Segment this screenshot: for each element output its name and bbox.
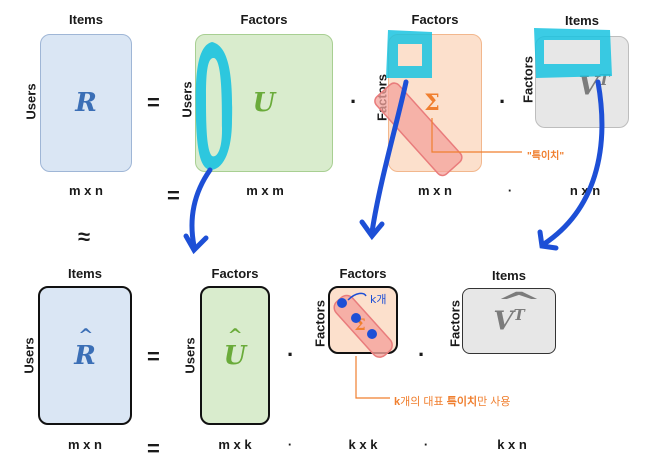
header-items-r-hat: Items <box>68 266 102 281</box>
dim-dot-2: · <box>287 437 293 452</box>
dot-operator-1: · <box>350 89 358 114</box>
matrix-u-hat: ^U <box>200 286 270 425</box>
selected-singular-dot <box>337 298 347 308</box>
singular-value-note: "특이치" <box>527 151 565 162</box>
matrix-v: VT <box>535 36 629 128</box>
arrow-v <box>537 79 605 251</box>
approx-symbol: ≈ <box>78 224 91 249</box>
header-items-v-hat: Items <box>492 268 526 283</box>
highlight-sigma-corner <box>386 30 432 78</box>
symbol-sigma: Σ <box>424 90 440 116</box>
dim-r-hat: m x n <box>68 437 102 452</box>
header-items-r: Items <box>69 12 103 27</box>
dim-equals: = <box>167 183 180 208</box>
dim-u-hat: m x k <box>218 437 252 452</box>
highlight-u-column <box>195 42 233 170</box>
callout-line-2 <box>355 356 390 399</box>
callout-line-1 <box>431 118 522 153</box>
k-note: k개 <box>370 293 387 306</box>
selected-singular-dot <box>351 313 361 323</box>
header-factors-u: Factors <box>240 12 288 27</box>
header-factors-s-hat: Factors <box>339 266 387 281</box>
dim-equals-2: = <box>147 436 160 461</box>
equals-operator-2: = <box>147 344 160 369</box>
symbol-u-hat: ^U <box>223 324 247 371</box>
dim-s-hat: k x k <box>348 437 378 452</box>
dot-operator-4: · <box>418 342 426 367</box>
dot-operator-3: · <box>287 342 295 367</box>
header-items-v: Items <box>565 13 599 28</box>
symbol-u: U <box>252 88 276 118</box>
header-factors-s: Factors <box>411 12 459 27</box>
k-note-stroke <box>347 292 367 301</box>
dim-u: m x m <box>246 183 284 198</box>
matrix-r-hat: ^R <box>38 286 132 425</box>
symbol-r: R <box>75 88 97 118</box>
matrix-r: R <box>40 34 132 172</box>
selected-singular-dot <box>367 329 377 339</box>
symbol-v: VT <box>578 70 610 102</box>
equals-operator-1: = <box>147 90 160 115</box>
matrix-v-hat: ^VT <box>462 288 556 354</box>
symbol-r-hat: ^R <box>74 324 96 371</box>
k-footnote: k개의 대표 특이치만 사용 <box>394 396 511 408</box>
dim-r: m x n <box>69 183 103 198</box>
dim-dot-3: · <box>423 437 429 452</box>
arrow-sigma <box>359 79 409 241</box>
dim-s: m x n <box>418 183 452 198</box>
symbol-sigma-hat: Σ <box>354 315 365 334</box>
dot-operator-2: · <box>499 89 507 114</box>
symbol-v-hat: ^VT <box>493 287 544 337</box>
highlight-v-row <box>534 28 612 78</box>
header-factors-u-hat: Factors <box>211 266 259 281</box>
dim-v-hat: k x n <box>497 437 527 452</box>
dim-dot: · <box>507 183 513 198</box>
arrow-u <box>183 167 213 255</box>
